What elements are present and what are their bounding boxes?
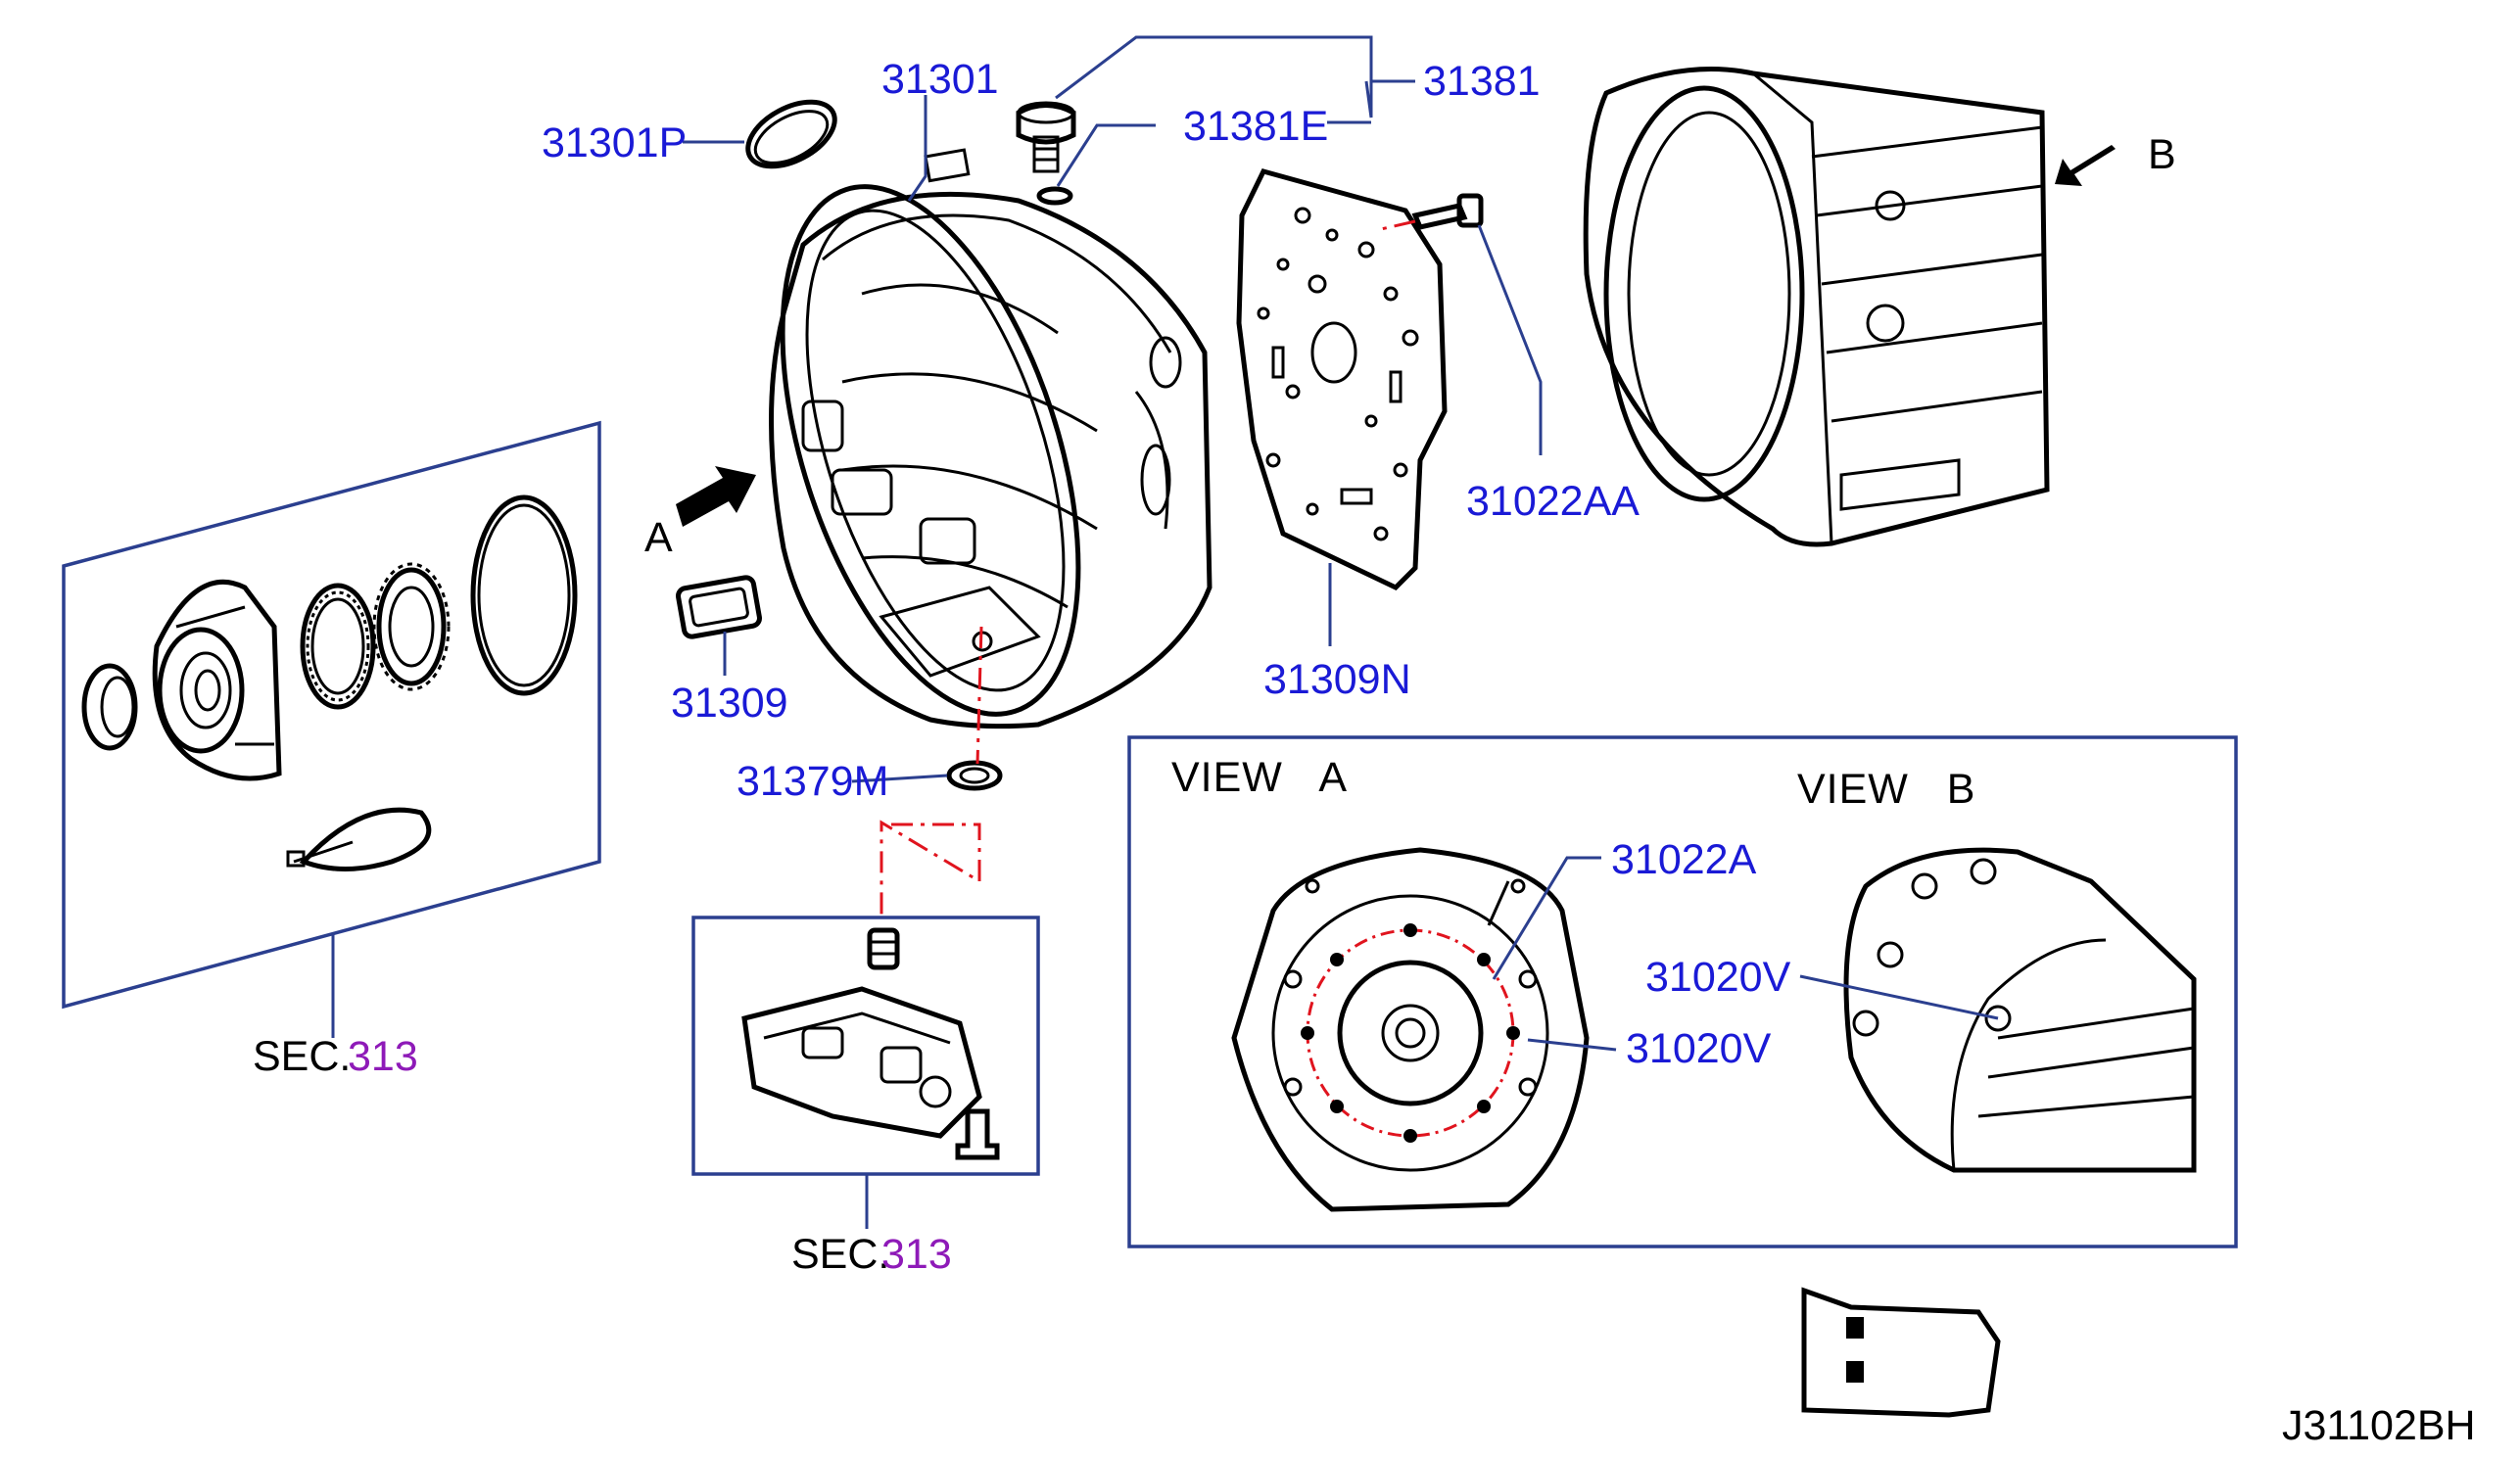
section-references: SEC. 313 SEC. 313 — [253, 1033, 952, 1278]
label-31309: 31309 — [671, 680, 788, 727]
label-31301p: 31301P — [542, 119, 687, 166]
views-panel — [1127, 735, 2238, 1248]
label-31379m: 31379M — [737, 758, 888, 805]
seal-ring-part — [81, 663, 138, 751]
transmission-case-part — [1583, 67, 2050, 547]
arrow-a-label: A — [644, 514, 673, 561]
label-31301: 31301 — [881, 56, 999, 103]
label-31022aa: 31022AA — [1466, 478, 1640, 525]
alignment-dash-lines — [880, 626, 983, 916]
o-ring-part — [470, 494, 578, 696]
arrow-b-icon — [2055, 145, 2116, 186]
converter-housing-part — [769, 148, 1212, 729]
arrow-a-icon — [676, 466, 756, 527]
arrow-b-label: B — [2148, 131, 2176, 178]
o-ring-31381e — [1036, 186, 1073, 206]
sec-prefix-1: SEC. — [253, 1033, 351, 1080]
breather-cap-31381 — [1016, 101, 1076, 173]
separator-plate-31309n — [1236, 168, 1448, 591]
label-31309n: 31309N — [1263, 656, 1411, 703]
gear-ring-part — [300, 583, 376, 710]
sec-prefix-2: SEC. — [791, 1231, 889, 1278]
view-b-title: VIEW B — [1797, 766, 1975, 813]
cover-seal-31301p — [745, 99, 837, 169]
label-31020v-view-b: 31020V — [1645, 954, 1791, 1001]
sec-number-1: 313 — [348, 1033, 418, 1080]
part-number-labels: 31301 31301P 31381 31381E 31022AA 31309 … — [542, 56, 1791, 1072]
leader-lines — [683, 35, 1999, 1052]
label-31022a: 31022A — [1611, 836, 1757, 883]
gear-part — [372, 562, 451, 691]
view-labels: A B VIEW A VIEW B — [644, 131, 2176, 813]
label-31381e: 31381E — [1183, 103, 1328, 150]
cable-tie-part — [286, 807, 432, 871]
label-31020v-view-a: 31020V — [1626, 1025, 1772, 1072]
vehicle-locator-thumbnail — [1801, 1287, 2001, 1418]
label-31381: 31381 — [1423, 58, 1541, 105]
view-b-case-drawing — [1843, 847, 2197, 1173]
oil-pump-housing-part — [152, 579, 282, 781]
pump-group-frame — [62, 420, 601, 1010]
sec-number-2: 313 — [881, 1231, 952, 1278]
gasket-31309 — [676, 575, 762, 639]
views-frame — [1127, 735, 2238, 1248]
view-a-housing-drawing — [1231, 847, 1590, 1212]
view-a-title: VIEW A — [1171, 754, 1348, 801]
pump-assembly-group — [62, 420, 601, 1038]
valve-body-group — [691, 916, 1040, 1229]
diagram-code: J31102BH — [2282, 1402, 2476, 1449]
seal-31379m — [946, 760, 1003, 791]
bolt-31022aa — [1380, 193, 1484, 231]
